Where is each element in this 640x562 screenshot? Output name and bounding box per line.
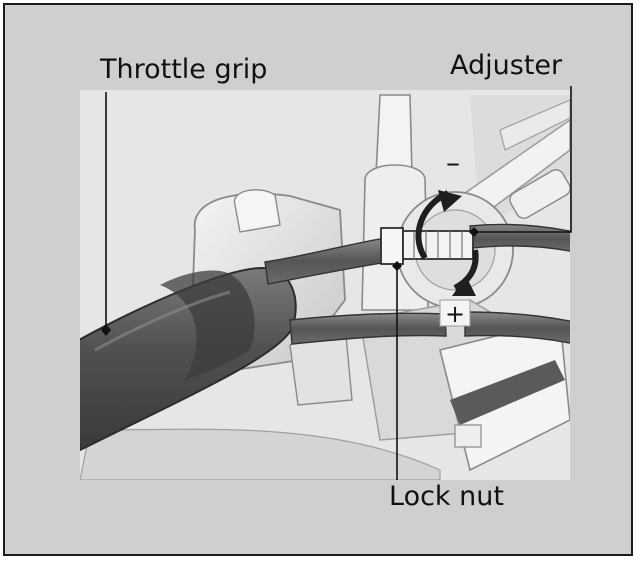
throttle-grip-label: Throttle grip: [100, 54, 268, 85]
adjuster-leader: [474, 86, 572, 233]
lock-nut-label: Lock nut: [389, 481, 504, 512]
callout-dots: [101, 227, 479, 336]
illustration-scene: [80, 90, 570, 480]
adjuster-dot: [469, 227, 479, 237]
plus-sign: +: [445, 300, 465, 328]
throttle-grip-dot: [101, 324, 111, 336]
lock-nut-dot: [392, 261, 402, 271]
minus-sign: –: [446, 146, 460, 179]
adjuster-label: Adjuster: [450, 50, 563, 81]
callout-lines: [105, 86, 572, 480]
